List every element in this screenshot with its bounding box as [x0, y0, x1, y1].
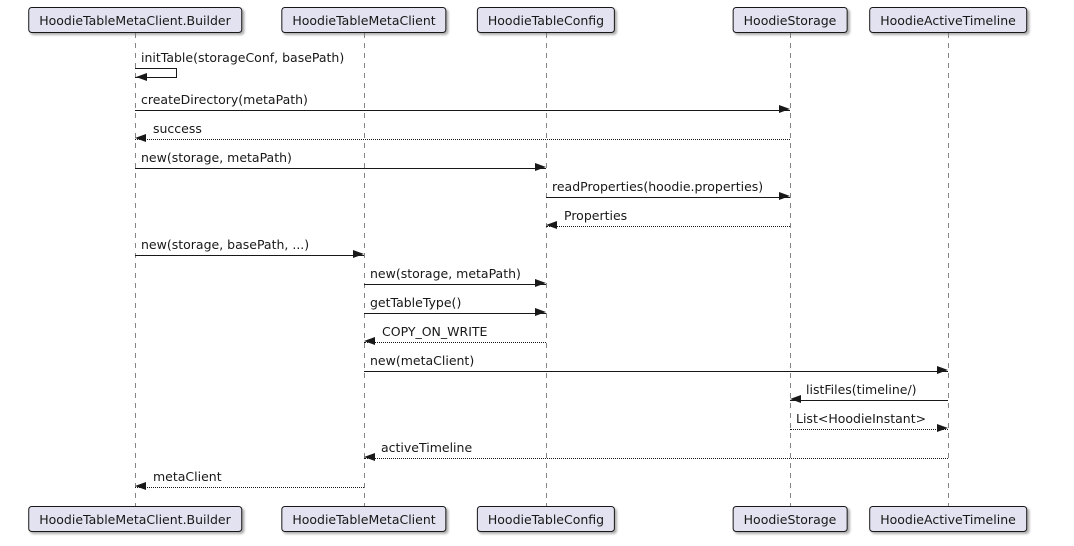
arrowhead	[535, 308, 546, 316]
arrowhead	[546, 221, 557, 229]
message-line	[546, 197, 790, 198]
arrowhead	[135, 482, 146, 490]
message-line	[364, 313, 546, 314]
message-label: new(storage, metaPath)	[370, 266, 521, 281]
message-label: readProperties(hoodie.properties)	[552, 179, 764, 194]
message-line	[135, 110, 790, 111]
arrowhead	[364, 337, 375, 345]
message-label: createDirectory(metaPath)	[141, 92, 308, 107]
message-label: metaClient	[153, 469, 222, 484]
arrowhead	[937, 366, 948, 374]
message-label: success	[153, 121, 202, 136]
arrowhead	[790, 395, 801, 403]
message-line	[790, 400, 948, 401]
message-label: activeTimeline	[381, 440, 473, 455]
message-label: Properties	[564, 208, 628, 223]
message-line	[135, 487, 364, 488]
arrowhead	[535, 279, 546, 287]
message-line	[135, 255, 364, 256]
message-label: new(storage, metaPath)	[141, 150, 292, 165]
message-line	[364, 371, 948, 372]
participant-top-metaclient: HoodieTableMetaClient	[281, 7, 447, 33]
participant-top-storage: HoodieStorage	[732, 7, 848, 33]
arrowhead	[353, 250, 364, 258]
message-label: COPY_ON_WRITE	[382, 324, 488, 339]
lifeline-hoodiestorage	[790, 33, 791, 506]
message-line	[135, 139, 790, 140]
participant-bottom-storage: HoodieStorage	[732, 506, 848, 532]
message-line	[546, 226, 790, 227]
lifeline-hoodietablemetaclient	[364, 33, 365, 506]
message-line	[364, 342, 546, 343]
participant-bottom-activetimeline: HoodieActiveTimeline	[869, 506, 1027, 532]
arrowhead	[779, 192, 790, 200]
message-line	[135, 168, 546, 169]
participant-bottom-tableconfig: HoodieTableConfig	[476, 506, 616, 532]
lifeline-hoodietablemetaclient-builder	[135, 33, 136, 506]
message-label: getTableType()	[370, 295, 462, 310]
arrowhead	[364, 453, 375, 461]
lifeline-hoodietableconfig	[546, 33, 547, 506]
participant-bottom-metaclient: HoodieTableMetaClient	[281, 506, 447, 532]
arrowhead	[779, 105, 790, 113]
message-label: new(storage, basePath, ...)	[141, 237, 310, 252]
arrowhead	[136, 73, 147, 81]
message-label: initTable(storageConf, basePath)	[141, 50, 345, 65]
arrowhead	[535, 163, 546, 171]
message-label: listFiles(timeline/)	[806, 382, 917, 397]
message-line	[364, 458, 948, 459]
self-message-loop	[135, 68, 177, 78]
message-label: new(metaClient)	[370, 353, 475, 368]
participant-top-tableconfig: HoodieTableConfig	[476, 7, 616, 33]
participant-top-activetimeline: HoodieActiveTimeline	[869, 7, 1027, 33]
message-line	[790, 429, 948, 430]
lifeline-hoodieactivetimeline	[948, 33, 949, 506]
arrowhead	[135, 134, 146, 142]
message-label: List<HoodieInstant>	[796, 411, 927, 426]
arrowhead	[937, 424, 948, 432]
participant-bottom-builder: HoodieTableMetaClient.Builder	[28, 506, 242, 532]
message-line	[364, 284, 546, 285]
participant-top-builder: HoodieTableMetaClient.Builder	[28, 7, 242, 33]
